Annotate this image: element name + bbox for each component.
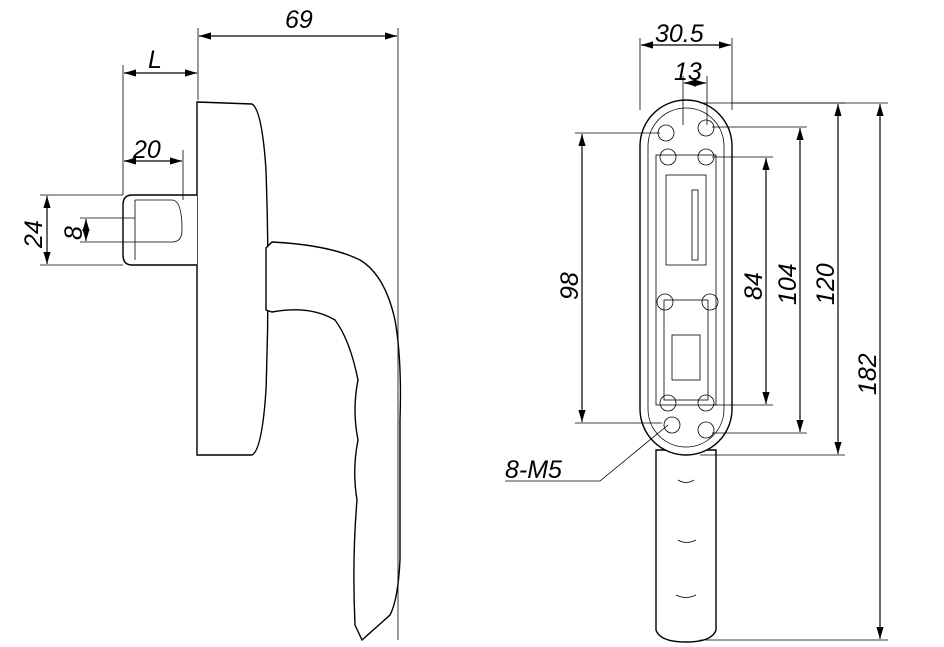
spindle — [122, 194, 197, 266]
dim-69: 69 — [285, 6, 313, 34]
dim-13: 13 — [674, 58, 702, 86]
side-view: 69 L 20 24 8 — [20, 6, 402, 642]
dim-84: 84 — [740, 272, 768, 300]
dim-L: L — [148, 46, 162, 74]
handle-front — [655, 449, 717, 643]
rose-front — [639, 99, 733, 456]
handle-side — [265, 241, 402, 642]
front-view: 30.5 13 98 84 104 120 182 8-M5 — [505, 20, 888, 643]
dim-104: 104 — [774, 263, 802, 305]
rose-plate — [196, 101, 269, 456]
dim-30-5: 30.5 — [655, 20, 704, 48]
dim-98: 98 — [556, 272, 584, 300]
dim-8: 8 — [60, 226, 88, 240]
dim-182: 182 — [854, 353, 882, 395]
dim-24: 24 — [20, 220, 48, 249]
dim-20: 20 — [132, 136, 161, 164]
dim-120: 120 — [812, 263, 840, 305]
callout-8-m5: 8-M5 — [505, 456, 562, 484]
